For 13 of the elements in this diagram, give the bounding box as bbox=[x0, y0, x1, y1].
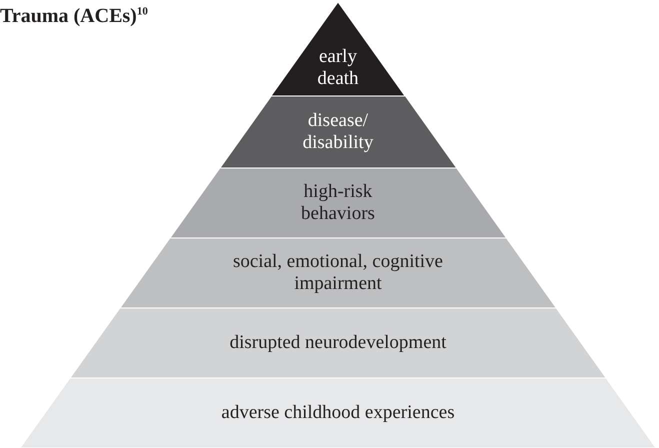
pyramid-tier bbox=[220, 96, 456, 168]
tier-label: disrupted neurodevelopment bbox=[230, 332, 446, 354]
tier-label: high-risk behaviors bbox=[300, 181, 376, 225]
tier-label: social, emotional, cognitive impairment bbox=[232, 251, 444, 295]
tier-label: early death bbox=[316, 46, 360, 90]
pyramid-tier bbox=[170, 168, 506, 238]
pyramid-tier bbox=[270, 2, 405, 96]
pyramid-tier bbox=[20, 378, 656, 448]
title: Trauma (ACEs)$^{10}$ bbox=[0, 4, 148, 28]
tier-label: adverse childhood experiences bbox=[221, 402, 455, 424]
pyramid-tier bbox=[70, 308, 606, 378]
tier-label: disease/ disability bbox=[302, 110, 374, 154]
pyramid-tier bbox=[120, 238, 556, 308]
